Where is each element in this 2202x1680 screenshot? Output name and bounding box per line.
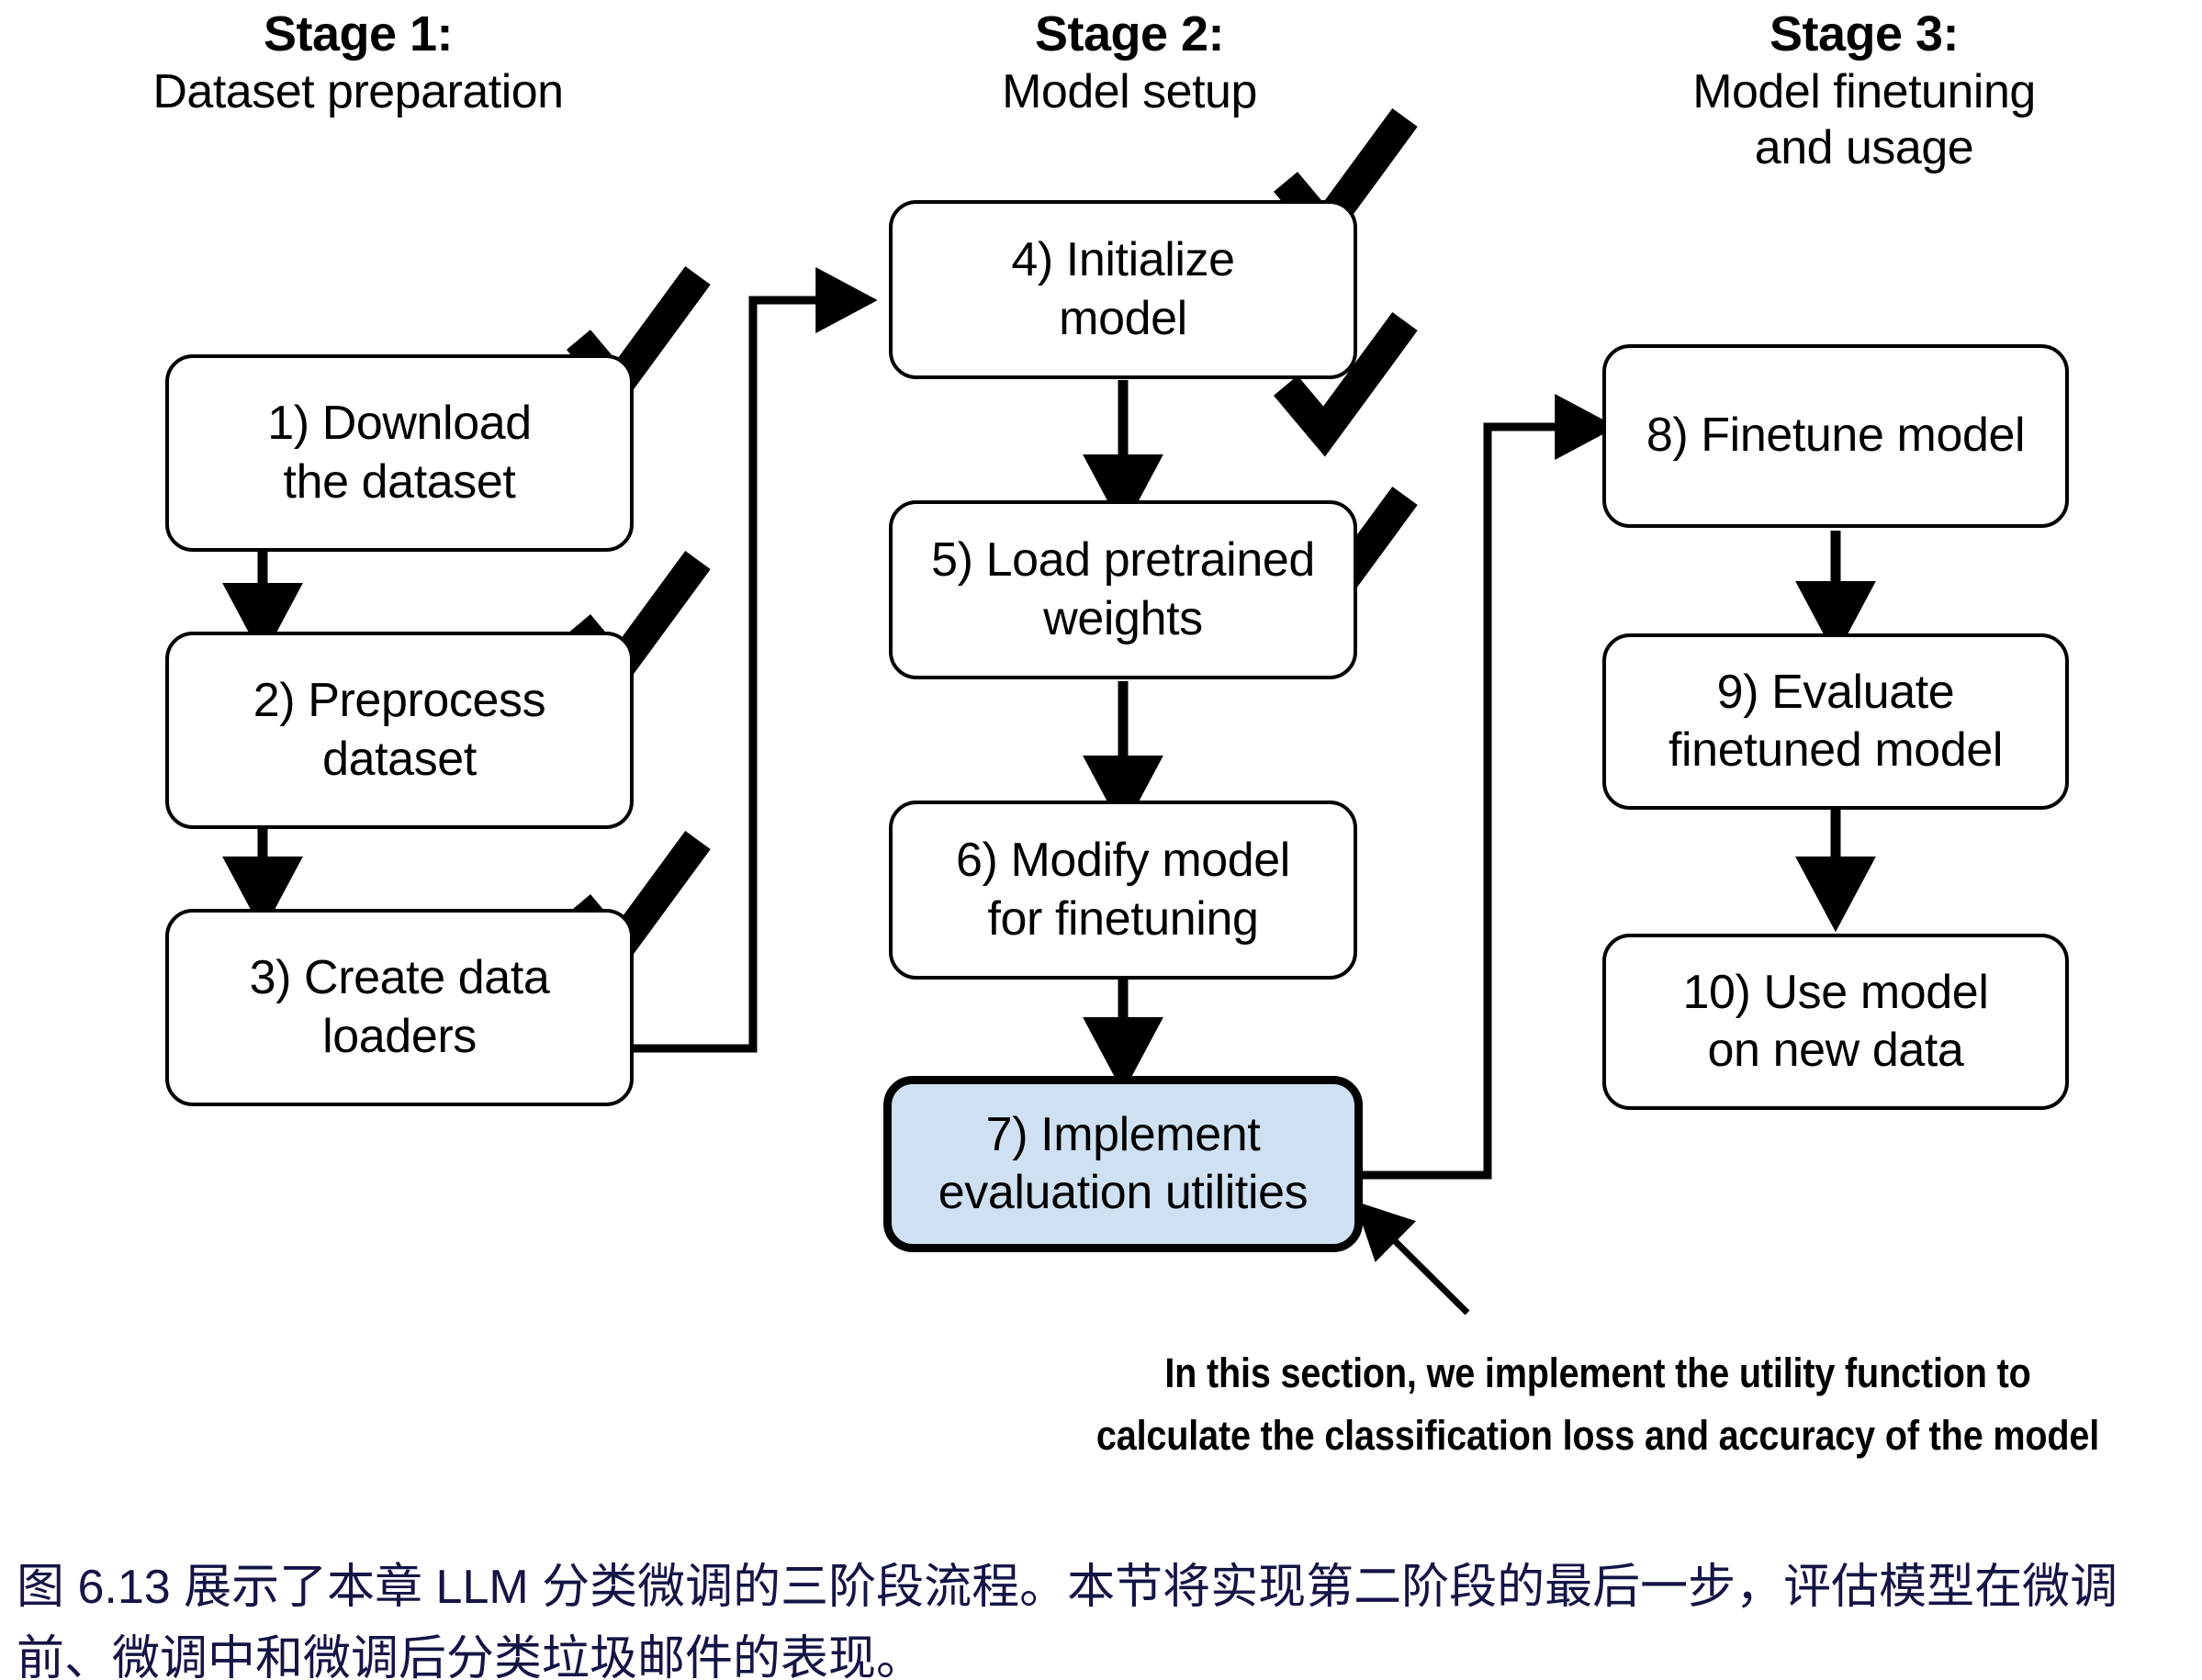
flow-node-7[interactable]: 7) Implement evaluation utilities — [883, 1076, 1363, 1252]
flow-node-6[interactable]: 6) Modify model for finetuning — [889, 801, 1357, 980]
stage-3-subtitle-line-2: and usage — [1754, 121, 1974, 175]
stage-3-title: Stage 3: — [1769, 6, 1960, 62]
section-annotation-line-2: calculate the classification loss and ac… — [1095, 1411, 2100, 1459]
flow-node-3[interactable]: 3) Create data loaders — [165, 909, 634, 1106]
stage-1-title: Stage 1: — [263, 6, 454, 62]
flow-node-4-text: 4) Initialize model — [1011, 231, 1235, 348]
flow-node-2[interactable]: 2) Preprocess dataset — [165, 632, 634, 829]
flow-node-5-text: 5) Load pretrained weights — [931, 532, 1315, 648]
arrow-3-to-4 — [626, 267, 878, 1053]
flow-node-6-text: 6) Modify model for finetuning — [956, 832, 1290, 948]
flow-node-4[interactable]: 4) Initialize model — [889, 200, 1357, 379]
flow-node-6-line-2: for finetuning — [987, 891, 1259, 946]
flow-node-5-line-2: weights — [1043, 591, 1203, 645]
arrow-7-to-8 — [1347, 394, 1617, 1180]
flow-node-10[interactable]: 10) Use model on new data — [1602, 934, 2069, 1110]
flow-node-9-line-2: finetuned model — [1668, 723, 2004, 777]
flow-node-9-text: 9) Evaluate finetuned model — [1668, 664, 2003, 780]
flow-node-3-line-1: 3) Create data — [249, 951, 550, 1005]
section-annotation-line-1: In this section, we implement the utilit… — [1164, 1350, 2031, 1396]
flow-node-2-line-1: 2) Preprocess — [253, 674, 546, 728]
flow-node-1-line-1: 1) Download — [267, 397, 532, 451]
flow-node-7-line-1: 7) Implement — [985, 1107, 1261, 1161]
stage-2-subtitle: Model setup — [1002, 64, 1257, 118]
flow-node-10-line-1: 10) Use model — [1682, 965, 1989, 1019]
stage-3-subtitle-line-1: Model finetuning — [1692, 64, 2036, 118]
stage-1-header: Stage 1: Dataset preparation — [55, 6, 661, 120]
flow-node-10-text: 10) Use model on new data — [1683, 964, 1989, 1081]
flow-node-1-line-2: the dataset — [283, 454, 516, 509]
flow-node-9-line-1: 9) Evaluate — [1716, 665, 1955, 719]
flow-node-3-text: 3) Create data loaders — [250, 949, 550, 1066]
stage-2-title: Stage 2: — [1034, 6, 1225, 62]
flow-node-3-line-2: loaders — [322, 1009, 477, 1063]
section-annotation: In this section, we implement the utilit… — [1073, 1342, 2123, 1466]
flow-node-8-line-1: 8) Finetune model — [1646, 409, 2026, 463]
annotation-pointer-arrow — [1354, 1201, 1470, 1316]
flow-node-4-line-1: 4) Initialize — [1011, 233, 1235, 287]
flow-node-8-text: 8) Finetune model — [1646, 407, 2026, 465]
flow-node-7-line-2: evaluation utilities — [938, 1166, 1309, 1219]
flow-node-10-line-2: on new data — [1707, 1024, 1964, 1077]
flow-node-7-text: 7) Implement evaluation utilities — [938, 1106, 1309, 1223]
checkmark-icon-node-5 — [1273, 311, 1418, 457]
stage-2-header: Stage 2: Model setup — [826, 6, 1432, 120]
flow-node-8[interactable]: 8) Finetune model — [1602, 344, 2069, 528]
flow-node-4-line-2: model — [1059, 291, 1187, 345]
flow-node-6-line-1: 6) Modify model — [956, 834, 1290, 888]
stage-3-header: Stage 3: Model finetuning and usage — [1561, 6, 2167, 176]
stage-1-subtitle: Dataset preparation — [152, 64, 564, 118]
flow-node-1-text: 1) Download the dataset — [267, 395, 532, 511]
flow-node-2-text: 2) Preprocess dataset — [253, 672, 546, 789]
flow-node-5-line-1: 5) Load pretrained — [931, 533, 1315, 588]
flow-node-9[interactable]: 9) Evaluate finetuned model — [1602, 633, 2069, 810]
flow-node-1[interactable]: 1) Download the dataset — [165, 354, 634, 552]
flow-node-5[interactable]: 5) Load pretrained weights — [889, 500, 1357, 679]
flow-node-2-line-2: dataset — [322, 732, 477, 786]
figure-caption: 图 6.13 展示了本章 LLM 分类微调的三阶段流程。本节将实现第二阶段的最后… — [17, 1561, 2118, 1680]
